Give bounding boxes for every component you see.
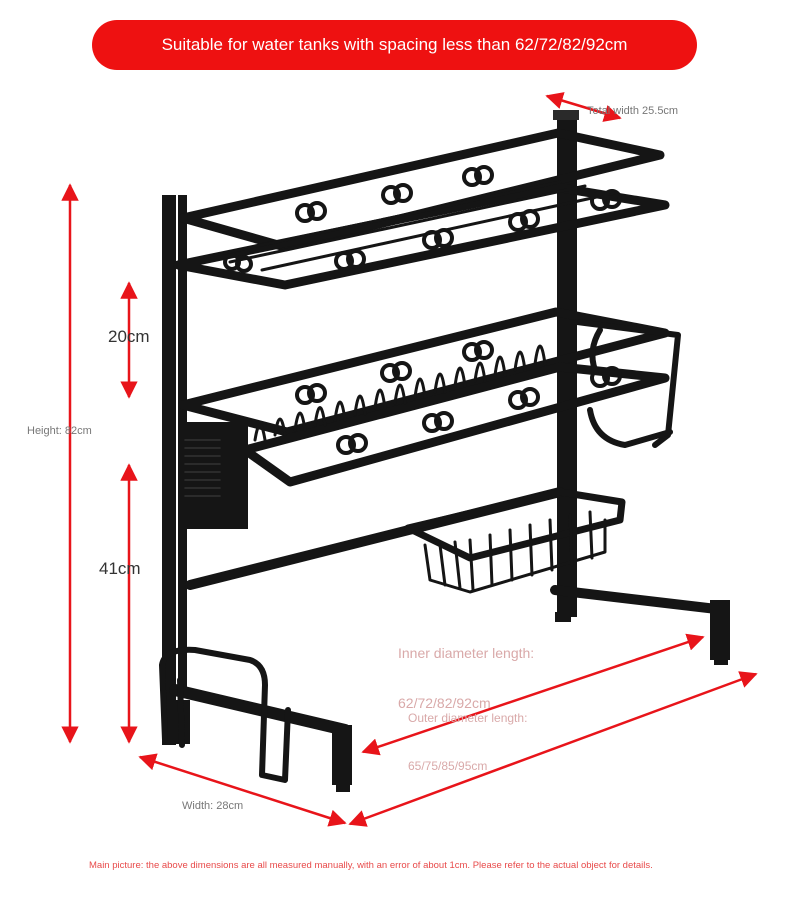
total-width-arrow — [545, 92, 622, 122]
total-width-label: Total width 25.5cm — [587, 105, 679, 117]
cutting-board-holder — [159, 646, 291, 783]
tier-spacing-label: 20cm — [108, 327, 150, 346]
right-leg — [710, 600, 730, 665]
inner-diameter-value: 62/72/82/92cm — [398, 695, 491, 711]
outer-diameter-value: 65/75/85/95cm — [408, 759, 488, 773]
compatibility-banner: Suitable for water tanks with spacing le… — [92, 20, 697, 70]
height-label: Height: 82cm — [27, 425, 92, 437]
dimension-arrows — [61, 92, 758, 827]
side-hook-rack — [574, 319, 681, 448]
inner-diameter-label: Inner diameter length: — [398, 645, 535, 661]
dish-slots — [253, 344, 547, 442]
width-label: Width: 28cm — [182, 800, 244, 812]
left-base — [169, 684, 351, 736]
rack — [159, 110, 730, 792]
lower-height-label: 41cm — [99, 559, 141, 578]
utensil-holder — [178, 422, 248, 529]
top-shelf-rings — [223, 165, 622, 273]
outer-diameter-label: Outer diameter length: — [408, 711, 528, 725]
middle-shelf-rings — [295, 340, 622, 455]
banner-text: Suitable for water tanks with spacing le… — [161, 35, 628, 54]
top-shelf — [173, 128, 670, 290]
width-arrow — [138, 753, 347, 827]
outer-length-arrow — [348, 671, 758, 827]
hanging-basket — [404, 488, 626, 594]
measurement-footnote: Main picture: the above dimensions are a… — [89, 860, 653, 871]
